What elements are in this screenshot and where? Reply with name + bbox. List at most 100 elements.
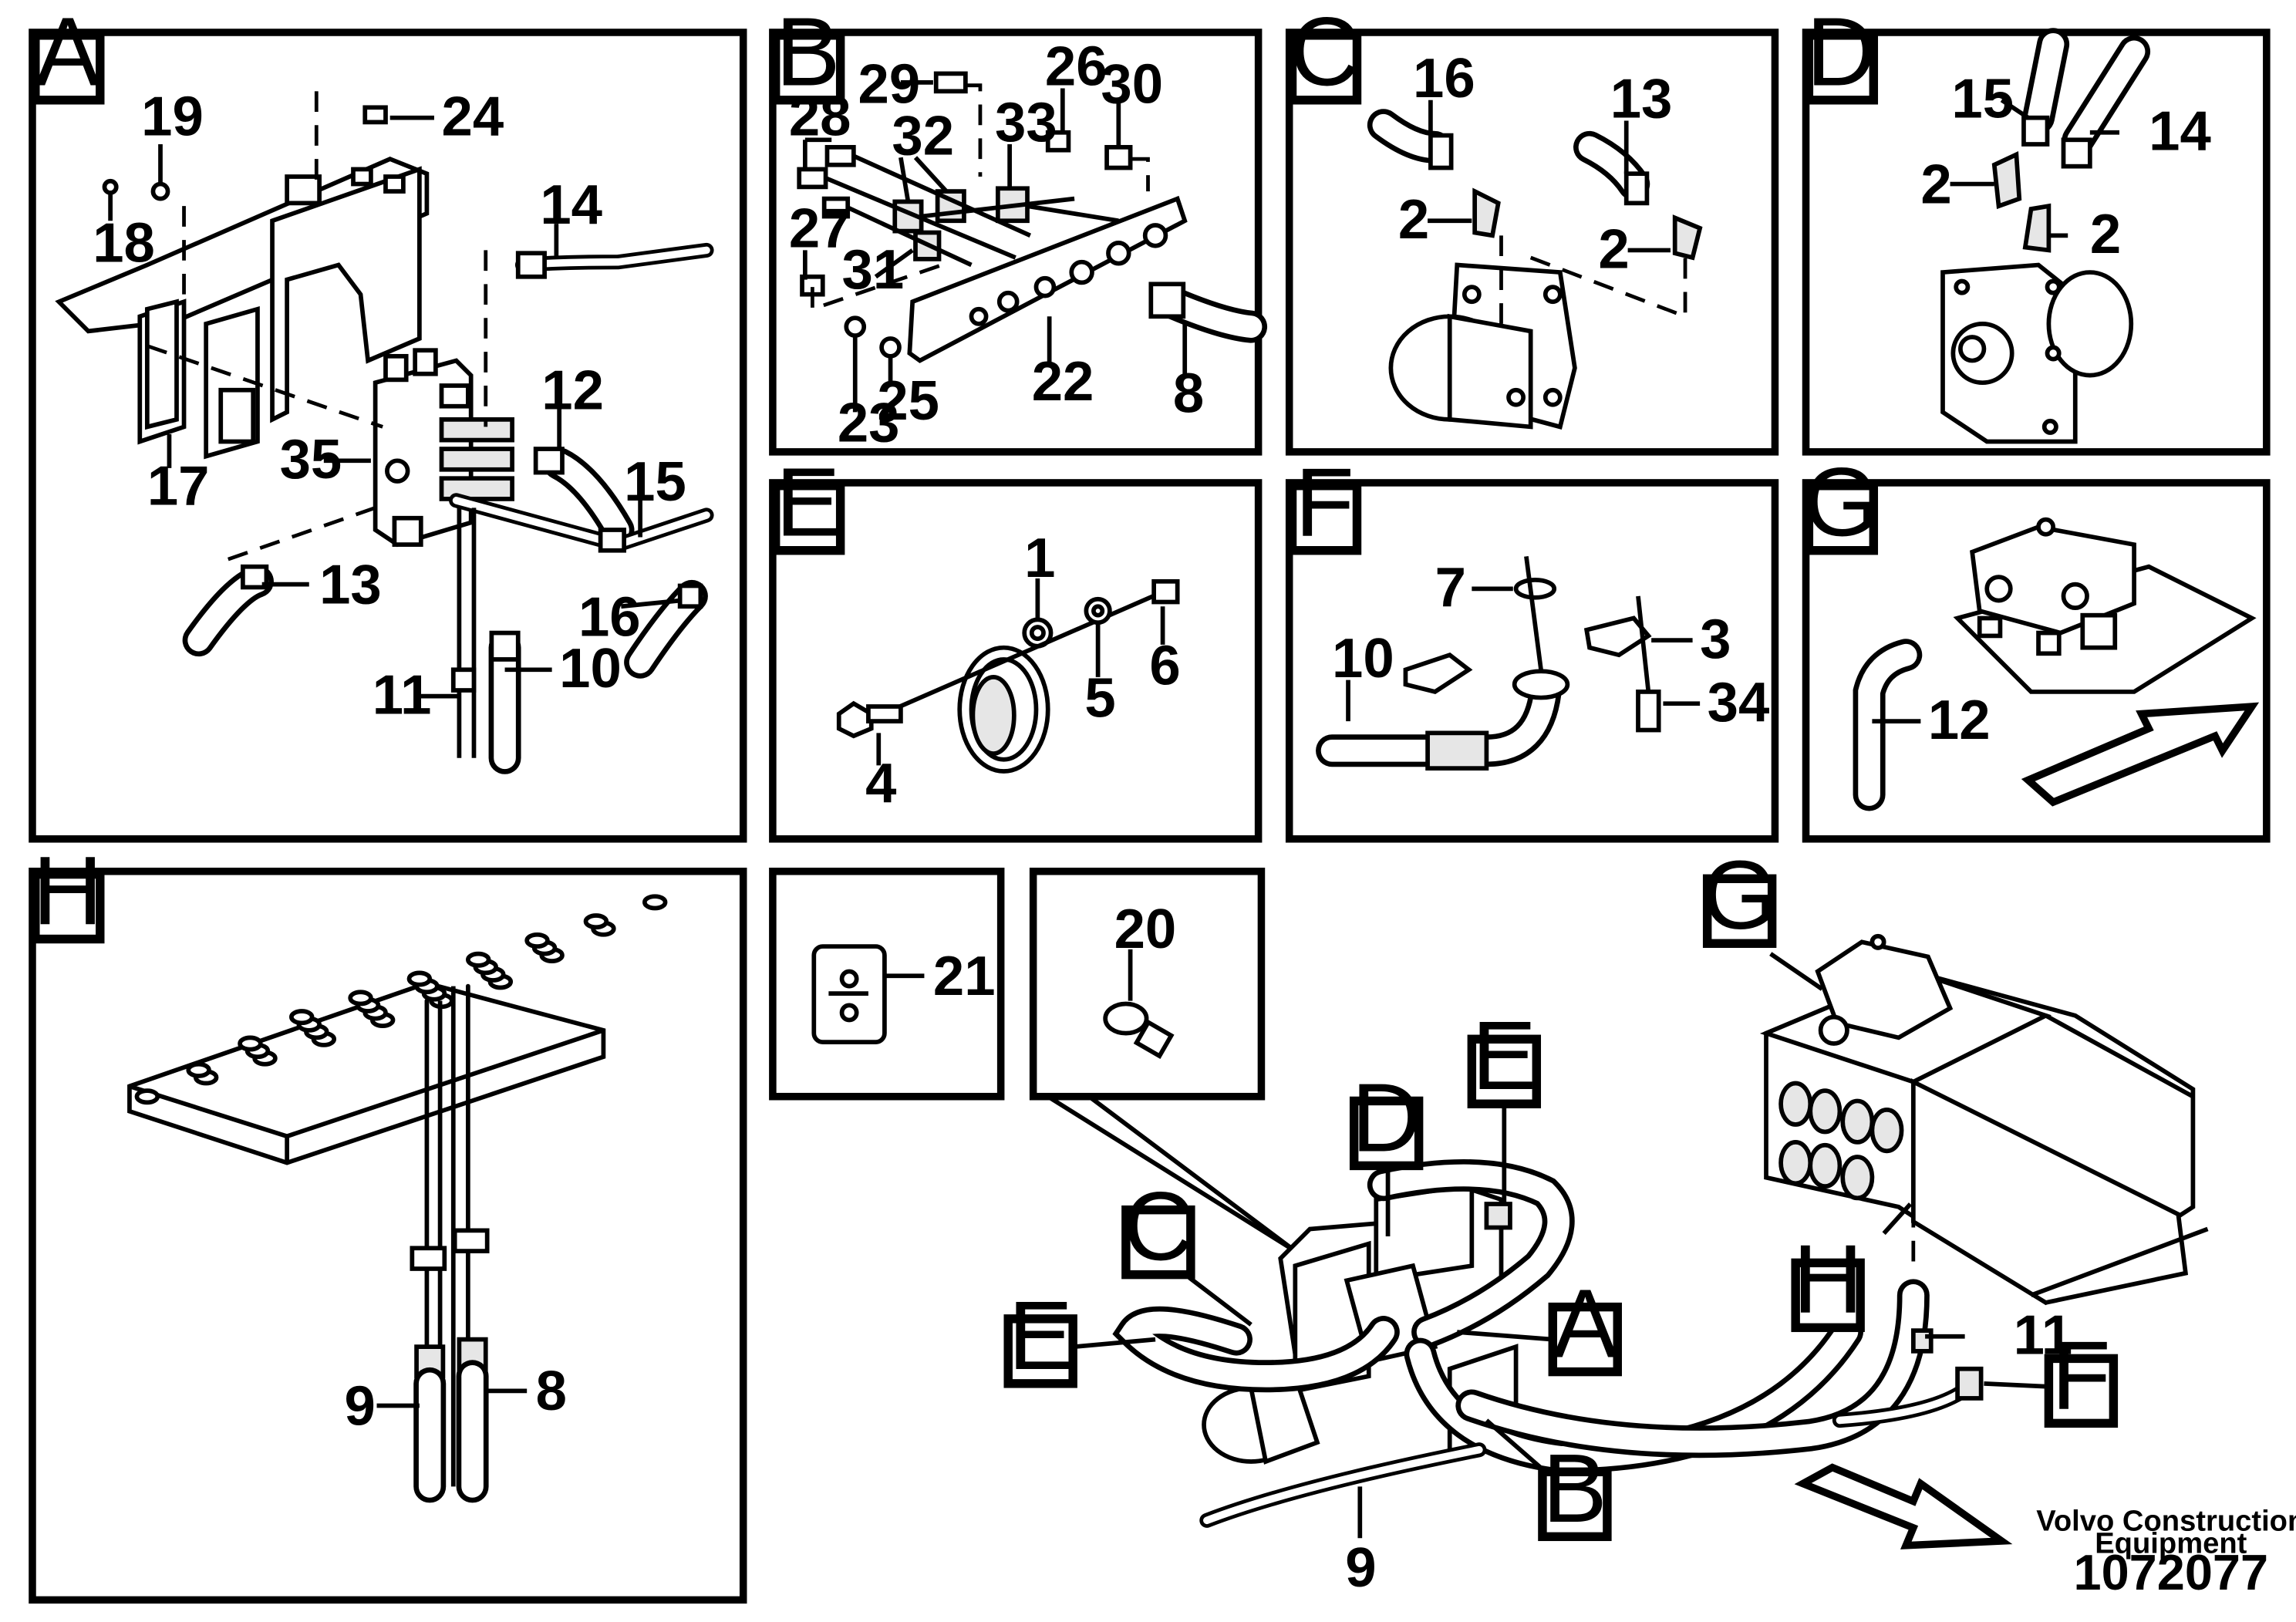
plate-hole (406, 970, 433, 987)
callout-32: 32 (892, 104, 954, 167)
callout-18: 18 (93, 212, 155, 275)
fitting-8-upper (452, 1228, 490, 1253)
overview-tag-f: F (2044, 1320, 2119, 1429)
svg-text:E: E (1008, 1281, 1073, 1390)
plug-26 (1045, 130, 1071, 153)
pilot-valve-g (1970, 517, 2136, 656)
overview-tag-d: D (1349, 1063, 1424, 1172)
callout-17: 17 (147, 455, 210, 518)
callout-8: 8 (536, 1360, 567, 1422)
callout-2b: 2 (1598, 218, 1629, 280)
callout-9-overview: 9 (1345, 1536, 1376, 1599)
direction-arrow-g (2021, 702, 2260, 807)
overview-tag-g: G (1702, 841, 1778, 949)
bolt-24 (362, 105, 388, 125)
callout-25: 25 (877, 369, 939, 432)
callout-19: 19 (141, 86, 204, 148)
bulkhead-fittings (969, 223, 1168, 326)
callout-2b: 2 (2090, 203, 2121, 265)
callout-14: 14 (2149, 100, 2211, 163)
callout-11: 11 (373, 664, 432, 727)
motor-assembly (1388, 262, 1577, 430)
panel-d: D 15 14 2 2 (1802, 0, 2271, 456)
callout-31: 31 (842, 238, 905, 301)
callout-12: 12 (1928, 689, 1991, 751)
callout-27: 27 (789, 197, 851, 260)
callout-13: 13 (1610, 68, 1673, 130)
bolt-4 (836, 700, 874, 739)
panel-h: H 9 8 (29, 836, 747, 1604)
svg-text:H: H (1793, 1225, 1863, 1334)
panel-a-tag-box (31, 31, 105, 105)
panel-f: F 7 3 10 34 (1285, 448, 1779, 843)
brand-line-1: Volvo Construction (2036, 1505, 2296, 1538)
callout-6: 6 (1149, 634, 1180, 696)
panel-a-hoses (182, 242, 714, 774)
plate-hole (186, 1061, 211, 1078)
panel-a: A (29, 0, 747, 843)
plate-hole (524, 932, 550, 949)
nut-6 (1151, 578, 1180, 605)
svg-text:B: B (1542, 1434, 1607, 1543)
elbow-fitting (1512, 669, 1570, 700)
callout-2a: 2 (1920, 153, 1951, 215)
fitting-9-upper (410, 1246, 447, 1271)
svg-text:D: D (1351, 1063, 1421, 1172)
drawing-number: 1072077 (2074, 1544, 2269, 1600)
callout-1: 1 (1024, 527, 1055, 589)
overview-leaders (1074, 952, 2046, 1539)
callout-14: 14 (540, 174, 602, 236)
motor-assembly-d (1940, 262, 2134, 444)
callout-30: 30 (1101, 53, 1163, 116)
callout-13: 13 (319, 553, 382, 615)
overview-assembly: G E D C A E H B (1003, 841, 2209, 1599)
callout-23: 23 (838, 392, 900, 454)
panel-g-tag: G (1803, 448, 1879, 557)
plate-hole (134, 1088, 160, 1105)
panel-a-callouts: 24 19 18 14 12 35 17 15 13 16 10 11 (93, 86, 686, 727)
callout-4: 4 (865, 752, 896, 814)
detail-20-panel: 20 (1029, 867, 1297, 1253)
brand-line-2: Equipment (2095, 1526, 2247, 1560)
washer-19 (150, 181, 170, 201)
detail-21-panel: 21 (769, 867, 1005, 1101)
panel-e: E 1 6 5 4 (769, 448, 1263, 843)
callout-10: 10 (1332, 627, 1394, 690)
plate-hole (642, 894, 668, 911)
plate-hole (348, 990, 373, 1007)
callout-29: 29 (858, 53, 921, 116)
bolt-18 (102, 178, 119, 195)
panel-b: B (769, 0, 1268, 456)
svg-text:E: E (1472, 1001, 1536, 1110)
callout-15: 15 (1951, 68, 2014, 130)
callout-15: 15 (624, 450, 686, 513)
overview-tag-h: H (1791, 1225, 1865, 1334)
overview-tag-a: A (1548, 1269, 1622, 1378)
callout-33: 33 (995, 91, 1057, 153)
plate-hole (238, 1035, 263, 1052)
plate-holes (134, 894, 668, 1105)
callout-3: 3 (1700, 608, 1731, 670)
plate-hole (583, 913, 609, 930)
plate-hole (288, 1009, 315, 1026)
overview-tag-c: C (1121, 1172, 1195, 1281)
split-flange-3 (1583, 615, 1652, 658)
svg-text:G: G (1702, 841, 1778, 949)
bracket-plate (55, 157, 430, 460)
plate-hole (465, 951, 491, 968)
callout-8: 8 (1173, 362, 1204, 424)
footer: Volvo Construction Equipment 1072077 (2036, 1505, 2296, 1600)
callout-16: 16 (1413, 47, 1475, 110)
pilot-valve-overview (1815, 933, 1954, 1046)
callout-35: 35 (280, 428, 342, 491)
overview-hoses (1112, 1159, 1984, 1528)
hose-clamp (957, 617, 1054, 774)
callout-12: 12 (541, 359, 604, 422)
svg-text:F: F (2052, 1320, 2111, 1429)
plug-29 (933, 71, 968, 94)
panel-c-tag: C (1290, 0, 1360, 106)
callout-9: 9 (345, 1374, 376, 1437)
panel-d-tag: D (1806, 0, 1876, 106)
callout-24: 24 (442, 86, 504, 148)
